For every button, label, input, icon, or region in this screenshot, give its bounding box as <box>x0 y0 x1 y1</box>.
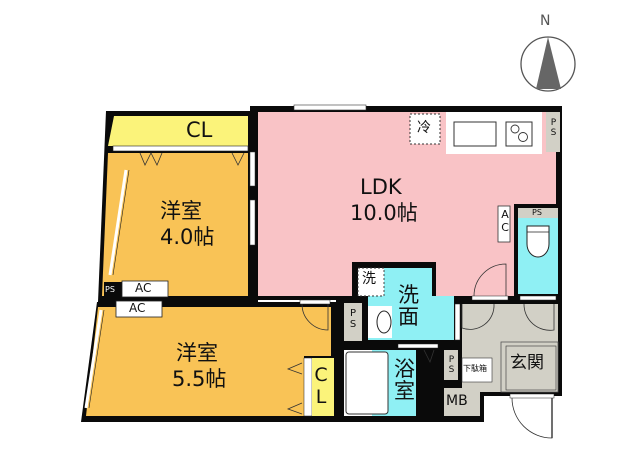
compass-label: N <box>540 13 551 29</box>
fridge-label: 冷 <box>417 120 431 136</box>
ps-wash-label: PS <box>347 308 359 330</box>
meter-box-label: MB <box>446 393 468 409</box>
ps-kitchen-label: PS <box>548 118 559 138</box>
washroom-label: 洗 面 <box>398 283 419 330</box>
ac-room2-label: AC <box>129 301 146 315</box>
closet-bottom-label: CL <box>310 364 332 408</box>
north-arrow-icon <box>520 36 576 92</box>
ac-ldk-label: AC <box>498 208 512 234</box>
ps-bath-label: PS <box>446 355 457 375</box>
entrance-label: 玄関 <box>510 353 544 373</box>
ac-room1-label: AC <box>135 281 152 295</box>
western-room-2-name: 洋室 <box>176 341 218 365</box>
ps-left-label: PS <box>105 285 115 294</box>
washer-label: 洗 <box>362 271 376 287</box>
bathroom-label: 浴 室 <box>394 357 415 404</box>
western-room-2-size: 5.5帖 <box>172 367 227 391</box>
closet-top-label: CL <box>186 118 213 142</box>
shoe-box-label: 下駄箱 <box>463 364 487 373</box>
ldk-size: 10.0帖 <box>350 201 418 225</box>
western-room-1-size: 4.0帖 <box>160 225 215 249</box>
ldk-name: LDK <box>360 175 402 199</box>
ps-toilet-label: PS <box>532 208 542 217</box>
western-room-1-name: 洋室 <box>160 199 202 223</box>
